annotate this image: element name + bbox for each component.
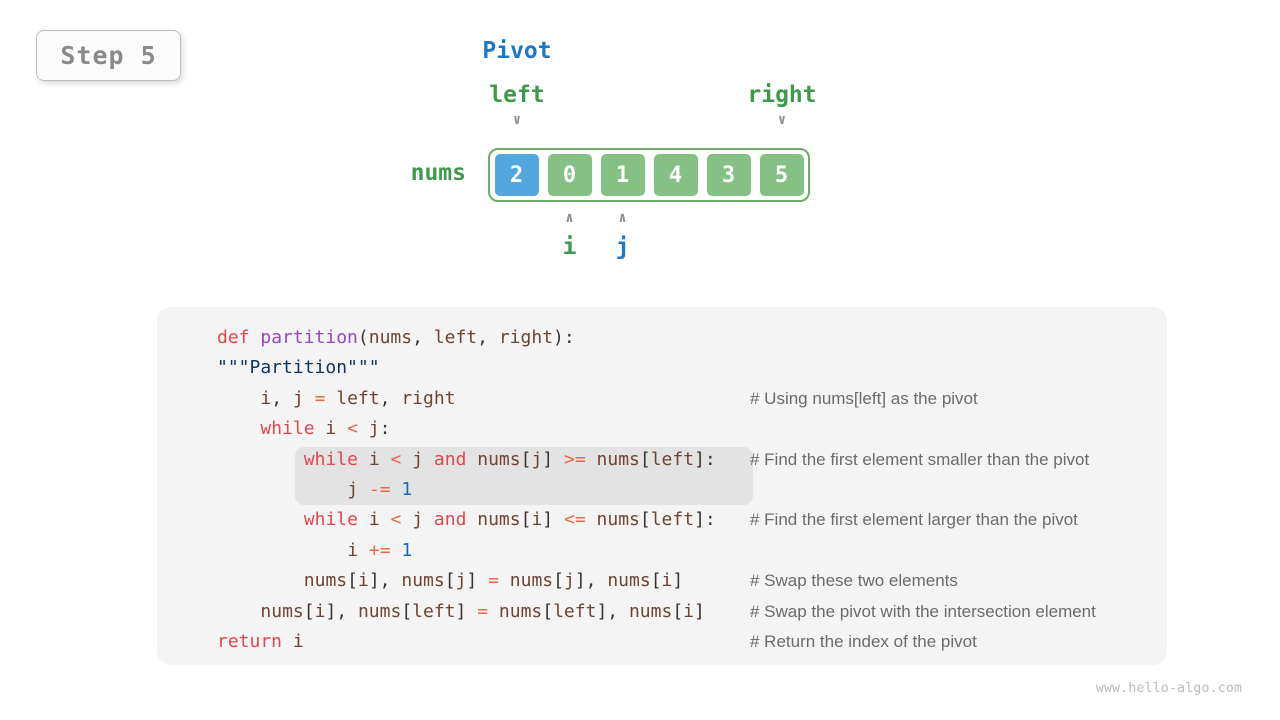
code-line: return i # Return the index of the pivot xyxy=(217,627,1157,657)
pivot-label: Pivot xyxy=(482,38,552,64)
watermark: www.hello-algo.com xyxy=(1095,680,1242,696)
code-text: j -= 1 xyxy=(347,478,413,500)
code-line: def partition(nums, left, right): xyxy=(217,323,1157,353)
code-text: while i < j and nums[i] <= nums[left]: xyxy=(303,509,716,531)
right-arrow-down-icon: ∨ xyxy=(777,112,787,128)
code-line: i, j = left, right # Using nums[left] as … xyxy=(217,384,1157,414)
code-lines: def partition(nums, left, right): """Part… xyxy=(217,323,1157,657)
array-cell: 1 xyxy=(600,154,645,196)
array-cell: 3 xyxy=(706,154,751,196)
step-label: Step 5 xyxy=(60,41,157,70)
j-arrow-up-icon: ∧ xyxy=(618,210,627,226)
code-comment: # Using nums[left] as the pivot xyxy=(750,388,978,408)
j-pointer-label: j xyxy=(615,234,630,260)
array-cell: 2 xyxy=(494,154,539,196)
code-comment: # Find the first element larger than the… xyxy=(750,510,1078,530)
code-highlight-region xyxy=(295,447,753,505)
code-line-highlighted: j -= 1 xyxy=(217,475,1157,505)
code-line: while i < j and nums[i] <= nums[left]: # … xyxy=(217,505,1157,535)
left-pointer-label: left xyxy=(489,82,545,108)
code-line: while i < j: xyxy=(217,414,1157,444)
code-text: return i xyxy=(217,630,304,652)
code-comment: # Find the first element smaller than th… xyxy=(750,449,1090,469)
code-block: def partition(nums, left, right): """Part… xyxy=(157,307,1167,665)
code-line: i += 1 xyxy=(217,536,1157,566)
code-text: def partition(nums, left, right): xyxy=(217,327,575,348)
code-line: nums[i], nums[left] = nums[left], nums[i… xyxy=(217,597,1157,627)
nums-array-label: nums xyxy=(410,160,466,186)
code-line: """Partition""" xyxy=(217,353,1157,383)
code-text: while i < j: xyxy=(260,418,391,440)
right-pointer-label: right xyxy=(747,82,817,108)
i-arrow-up-icon: ∧ xyxy=(565,210,574,226)
code-line: nums[i], nums[j] = nums[j], nums[i] # Swa… xyxy=(217,566,1157,596)
array-cell: 4 xyxy=(653,154,698,196)
left-arrow-down-icon: ∨ xyxy=(512,112,522,128)
code-text: nums[i], nums[j] = nums[j], nums[i] xyxy=(303,570,684,592)
step-badge: Step 5 xyxy=(36,30,181,81)
code-text: i += 1 xyxy=(347,539,413,561)
code-text: while i < j and nums[j] >= nums[left]: xyxy=(303,448,716,470)
code-text: nums[i], nums[left] = nums[left], nums[i… xyxy=(260,600,705,622)
code-comment: # Swap these two elements xyxy=(750,571,958,591)
i-pointer-label: i xyxy=(562,234,577,260)
array-cell: 0 xyxy=(547,154,592,196)
code-comment: # Return the index of the pivot xyxy=(750,631,977,651)
array-cell: 5 xyxy=(759,154,804,196)
code-text: i, j = left, right xyxy=(260,387,456,409)
code-line-highlighted: while i < j and nums[j] >= nums[left]: # … xyxy=(217,445,1157,475)
code-text: """Partition""" xyxy=(217,357,380,379)
code-comment: # Swap the pivot with the intersection e… xyxy=(750,601,1096,621)
